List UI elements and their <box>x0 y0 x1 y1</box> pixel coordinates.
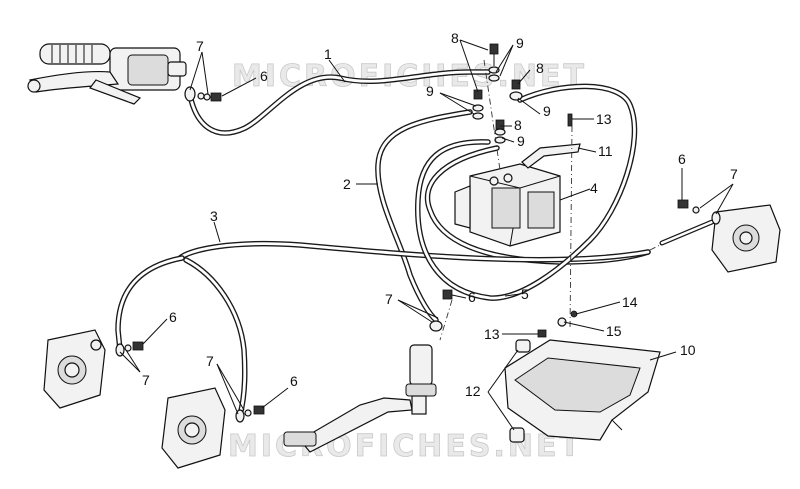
centerline-abs-2 <box>569 125 573 331</box>
abs-modulator-unit <box>454 163 561 247</box>
callout-labels: 1 2 3 4 5 7 6 8 9 8 9 9 8 9 13 11 6 7 6 … <box>142 30 738 399</box>
callout-14: 14 <box>622 294 638 310</box>
callout-5: 5 <box>521 286 529 302</box>
centerline-abs-1 <box>483 59 501 171</box>
callout-6-rear-caliper: 6 <box>678 151 686 167</box>
callout-8-lower: 8 <box>514 117 522 133</box>
callout-7-front-right: 7 <box>206 353 214 369</box>
callout-11: 11 <box>598 143 613 159</box>
callout-9-left: 9 <box>426 83 434 99</box>
callout-leaders <box>119 39 734 431</box>
watermark-bottom: MICROFICHES.NET <box>228 429 583 464</box>
callout-6-front-master: 6 <box>260 68 268 84</box>
callout-12: 12 <box>465 383 481 399</box>
callout-7-front-master: 7 <box>196 38 204 54</box>
callout-13-lower: 13 <box>484 326 500 342</box>
centerline-rear-master <box>439 299 453 341</box>
front-brake-master-cylinder <box>27 43 187 105</box>
rear-brake-pedal <box>283 397 413 453</box>
brake-hose-1 <box>187 69 491 136</box>
callout-3: 3 <box>210 208 218 224</box>
callout-9-top: 9 <box>516 35 524 51</box>
abs-tray <box>504 339 661 441</box>
brake-hose-5 <box>415 83 638 301</box>
callout-7-front-left: 7 <box>142 372 150 388</box>
rear-brake-master-cylinder <box>405 289 453 415</box>
callout-8-right: 8 <box>536 60 544 76</box>
brake-hose-front-left-branch <box>115 255 185 353</box>
callout-6-front-left: 6 <box>169 309 177 325</box>
callout-1: 1 <box>324 46 332 62</box>
callout-2: 2 <box>343 176 351 192</box>
brake-hose-2 <box>375 109 473 323</box>
callout-8-top: 8 <box>451 30 459 46</box>
callout-9-lower: 9 <box>517 133 525 149</box>
tray-spacers <box>509 339 531 443</box>
callout-7-rear-caliper: 7 <box>730 166 738 182</box>
rear-brake-caliper <box>677 199 781 273</box>
tray-fasteners <box>537 310 578 338</box>
callout-13-top: 13 <box>596 111 612 127</box>
abs-banjo-bolts <box>472 43 573 144</box>
callout-7-rear-master: 7 <box>385 291 393 307</box>
abs-mounting-bracket <box>521 143 581 169</box>
banjo-fitting-front-master <box>184 86 222 102</box>
callout-10: 10 <box>680 342 696 358</box>
rear-caliper-hose <box>649 219 715 251</box>
callout-4: 4 <box>590 180 598 196</box>
callout-15: 15 <box>606 323 622 339</box>
front-left-brake-caliper <box>43 329 144 409</box>
callout-6-rear-master: 6 <box>468 289 476 305</box>
front-right-brake-caliper <box>161 387 265 469</box>
callout-9-right: 9 <box>543 103 551 119</box>
callout-6-front-right: 6 <box>290 373 298 389</box>
brake-hose-front-right-branch <box>183 257 248 418</box>
